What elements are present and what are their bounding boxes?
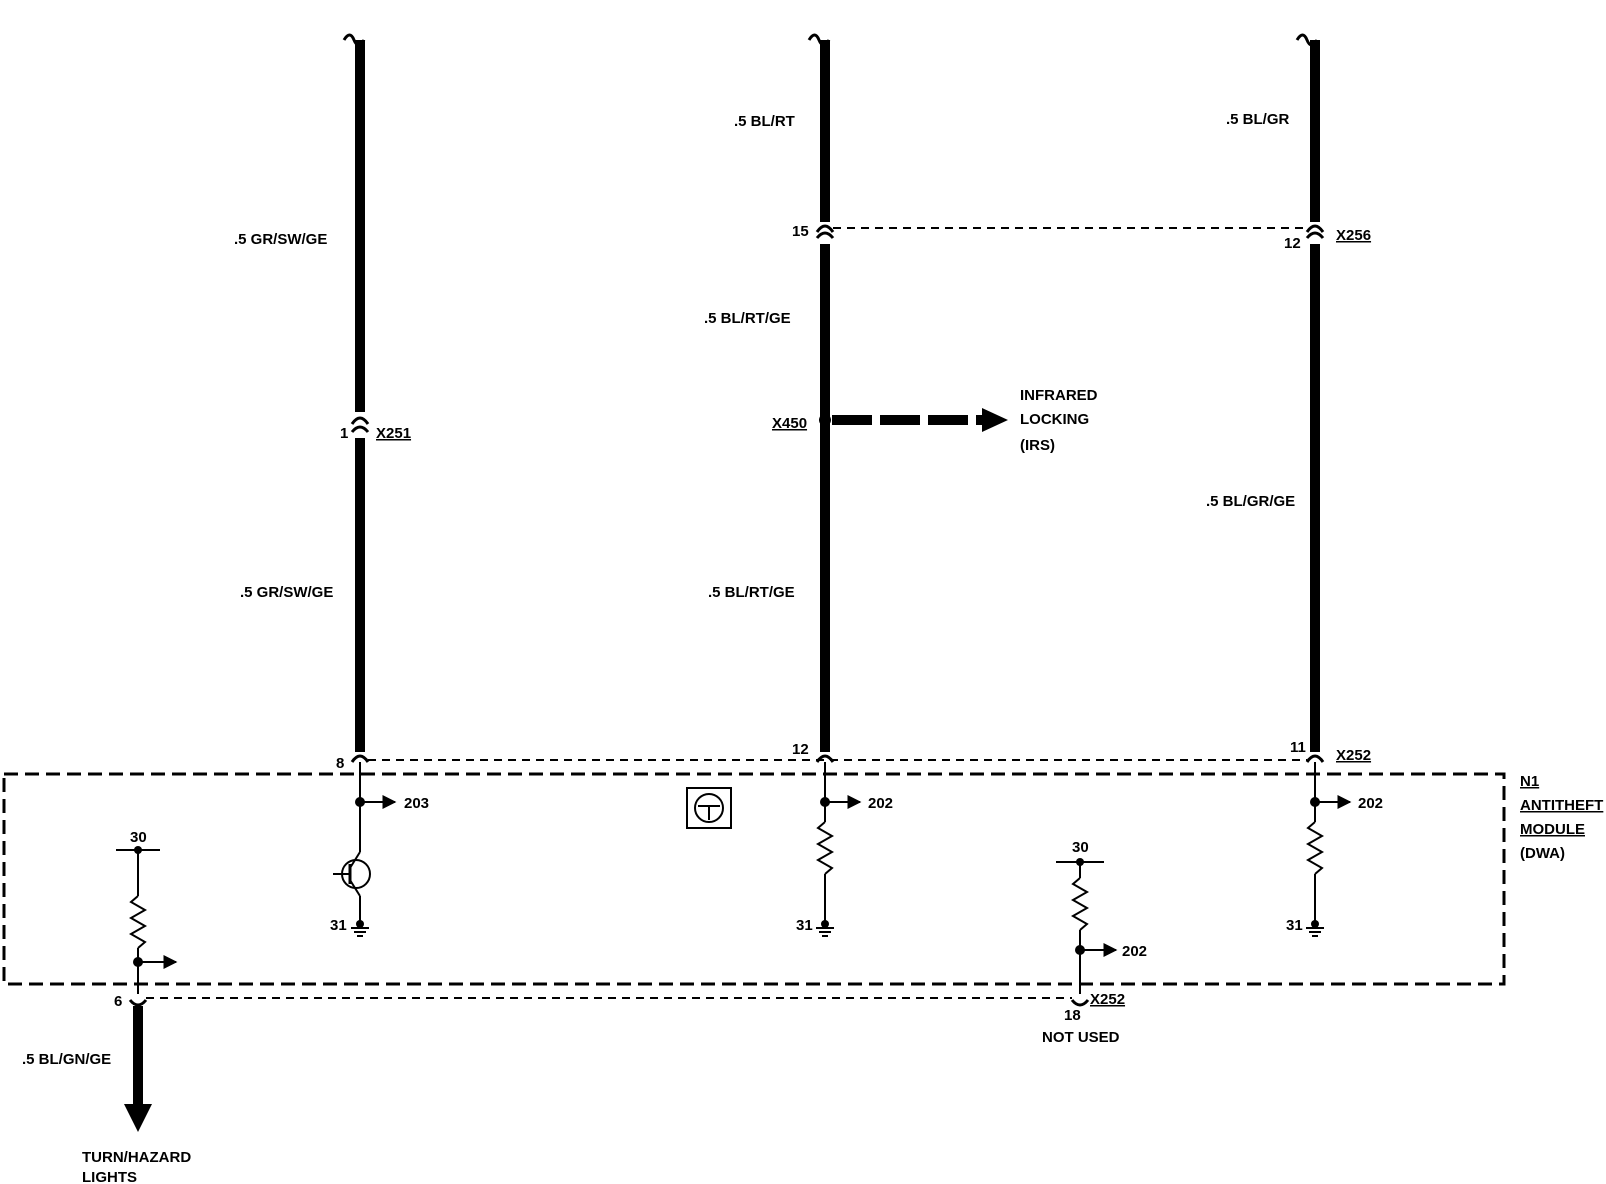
transistor-icon-collector xyxy=(349,851,361,869)
turn-hazard-line2: LIGHTS xyxy=(82,1169,137,1184)
module-n1-boundary xyxy=(2,772,1506,986)
pin-x252-left: 8 xyxy=(336,755,344,772)
splice-x450 xyxy=(819,414,831,426)
connector-x252-pin-icon xyxy=(1305,754,1325,763)
resistor-icon xyxy=(1070,877,1090,931)
irs-arrow-icon xyxy=(982,408,1008,432)
supply-left-label: 30 xyxy=(130,829,147,846)
wire-label-output: .5 BL/GN/GE xyxy=(22,1051,111,1068)
irs-label-line3: (IRS) xyxy=(1020,437,1055,454)
ground-mid-label: 31 xyxy=(796,917,813,934)
connector-x450-label: X450 xyxy=(772,415,807,432)
wire-label-mid-top: .5 BL/RT xyxy=(734,113,795,130)
connector-x252-label: X252 xyxy=(1336,747,1371,764)
connector-x256-pin-icon xyxy=(815,224,835,233)
transistor-icon-emitter xyxy=(349,879,361,897)
connector-x256-label: X256 xyxy=(1336,227,1371,244)
resistor-icon xyxy=(815,821,835,875)
security-symbol-icon-circle xyxy=(694,793,724,823)
wire-label-right-top: .5 BL/GR xyxy=(1226,111,1290,128)
turn-hazard-line1: TURN/HAZARD xyxy=(82,1149,191,1166)
connector-x252-pin-icon xyxy=(128,999,148,1007)
connector-x252-pin-icon xyxy=(815,754,835,763)
wire-label-right-bottom: .5 BL/GR/GE xyxy=(1206,493,1295,510)
wire-label-left-top: .5 GR/SW/GE xyxy=(234,231,327,248)
ground-icon xyxy=(351,927,369,937)
connector-x251-label: X251 xyxy=(376,425,411,442)
pin-x256-mid: 15 xyxy=(792,223,809,240)
connector-x256-pin-icon xyxy=(815,231,835,239)
ref-202-mid-label: 202 xyxy=(868,795,893,812)
pin-x256-right: 12 xyxy=(1284,235,1301,252)
security-symbol-icon xyxy=(686,787,732,829)
irs-label-line1: INFRARED xyxy=(1020,387,1098,404)
irs-label-line2: LOCKING xyxy=(1020,411,1089,428)
ground-junction xyxy=(1311,920,1319,928)
module-name-line1: ANTITHEFT xyxy=(1520,797,1603,814)
ground-right-label: 31 xyxy=(1286,917,1303,934)
connector-x252-pin-icon xyxy=(1070,999,1090,1007)
wire-label-mid-bottom: .5 BL/RT/GE xyxy=(708,584,795,601)
connector-x252-bottom-label: X252 xyxy=(1090,991,1125,1008)
ground-left-label: 31 xyxy=(330,917,347,934)
ground-icon xyxy=(1306,927,1324,937)
module-name-line3: (DWA) xyxy=(1520,845,1565,862)
ground-junction xyxy=(356,920,364,928)
pin-x252-right: 11 xyxy=(1290,739,1306,756)
connector-x251-pin-icon xyxy=(350,416,370,425)
module-id-label: N1 xyxy=(1520,773,1539,790)
resistor-icon xyxy=(1305,821,1325,875)
ref-202-notused-label: 202 xyxy=(1122,943,1147,960)
not-used-label: NOT USED xyxy=(1042,1029,1120,1046)
connector-x256-pin-icon xyxy=(1305,224,1325,233)
pin-x252-notused: 18 xyxy=(1064,1007,1081,1024)
ref-203-label: 203 xyxy=(404,795,429,812)
supply-right-label: 30 xyxy=(1072,839,1089,856)
ground-icon xyxy=(816,927,834,937)
ref-202-right-label: 202 xyxy=(1358,795,1383,812)
connector-x252-pin-icon xyxy=(350,754,370,763)
pin-x252-output: 6 xyxy=(114,993,122,1010)
wire-label-left-bottom: .5 GR/SW/GE xyxy=(240,584,333,601)
wire-label-mid-middle: .5 BL/RT/GE xyxy=(704,310,791,327)
pin-x251: 1 xyxy=(340,425,348,442)
connector-x251-pin-icon xyxy=(350,425,370,433)
pin-x252-mid: 12 xyxy=(792,741,809,758)
resistor-icon xyxy=(128,895,148,949)
ground-junction xyxy=(821,920,829,928)
connector-x256-pin-icon xyxy=(1305,231,1325,239)
module-name-line2: MODULE xyxy=(1520,821,1585,838)
output-arrow-icon xyxy=(124,1104,152,1132)
